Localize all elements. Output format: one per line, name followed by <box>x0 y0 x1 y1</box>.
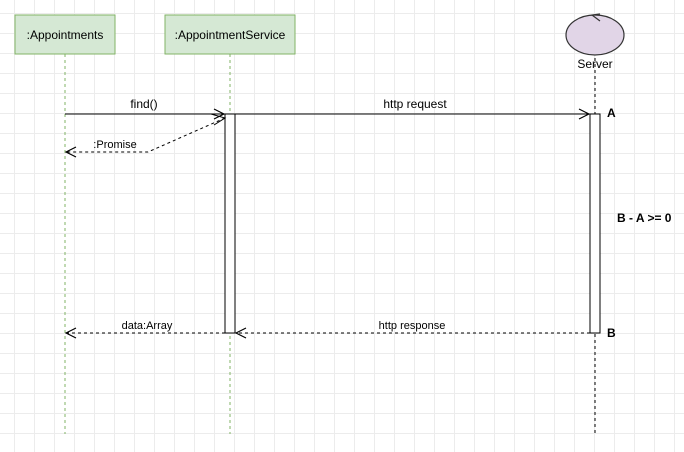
find-message-label: find() <box>130 97 157 111</box>
server-control-icon <box>565 14 625 56</box>
promise-label: :Promise <box>93 139 136 151</box>
http-request-label: http request <box>383 97 447 111</box>
marker-b: B <box>607 326 616 340</box>
service-activation-bar <box>224 113 236 334</box>
server-activation-bar <box>589 113 601 334</box>
appointments-label: :Appointments <box>27 28 104 42</box>
marker-a: A <box>607 106 616 120</box>
http-response-label: http response <box>379 320 446 332</box>
service-participant[interactable]: :AppointmentService <box>164 14 296 55</box>
service-label: :AppointmentService <box>175 28 286 42</box>
server-label: Server <box>577 57 612 71</box>
timing-constraint: B - A >= 0 <box>617 211 672 225</box>
server-participant[interactable]: Server <box>565 13 625 71</box>
data-array-label: data:Array <box>122 320 173 332</box>
promise-return-arrow <box>66 117 226 152</box>
appointments-participant[interactable]: :Appointments <box>14 14 116 55</box>
